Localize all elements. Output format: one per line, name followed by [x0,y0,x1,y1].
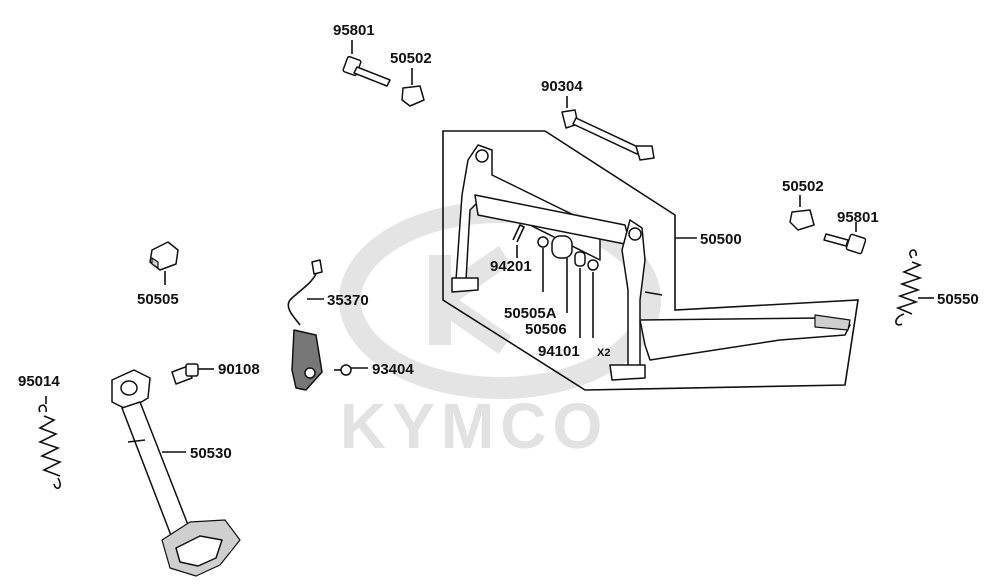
main-stand-50500 [451,144,851,381]
callout-90108: 90108 [218,361,260,378]
stopper-50505 [149,241,179,285]
spring-95014 [37,396,63,490]
callout-50530: 50530 [190,445,232,462]
collar-50506 [551,235,573,313]
screw-93404 [334,364,368,376]
callout-50502-right: 50502 [782,178,824,195]
callout-50500: 50500 [700,231,742,248]
switch-35370 [287,259,324,391]
bolt-90108 [171,363,214,385]
callout-95014: 95014 [18,373,60,390]
spring-50550 [895,249,934,326]
bolt-95801-right [823,222,867,255]
callout-93404: 93404 [372,361,414,378]
callout-94201: 94201 [490,258,532,275]
washer-50505A [537,236,549,292]
callout-94101: 94101 [538,343,580,360]
callout-50505: 50505 [137,291,179,308]
pin-94201 [512,223,526,258]
callout-50550: 50550 [937,291,979,308]
nut-50502-right [789,195,815,231]
callout-95801-right: 95801 [837,209,879,226]
main-stand-group-outline [442,130,859,391]
kymco-watermark: KYMCO [339,201,661,462]
side-stand-50530 [111,369,241,577]
callout-94101-quantity: X2 [597,347,610,359]
bolt-90304 [561,96,655,161]
washer-94101 [574,251,599,338]
callout-95801-top: 95801 [333,22,375,39]
callout-90304: 90304 [541,78,583,95]
nut-50502-top [401,68,425,107]
watermark-brand-text: KYMCO [340,390,608,462]
callout-50502-top: 50502 [390,50,432,67]
bolt-95801-top [342,40,391,87]
callout-35370: 35370 [327,292,369,309]
callout-50506: 50506 [525,321,567,338]
callout-50505A: 50505A [504,305,557,322]
